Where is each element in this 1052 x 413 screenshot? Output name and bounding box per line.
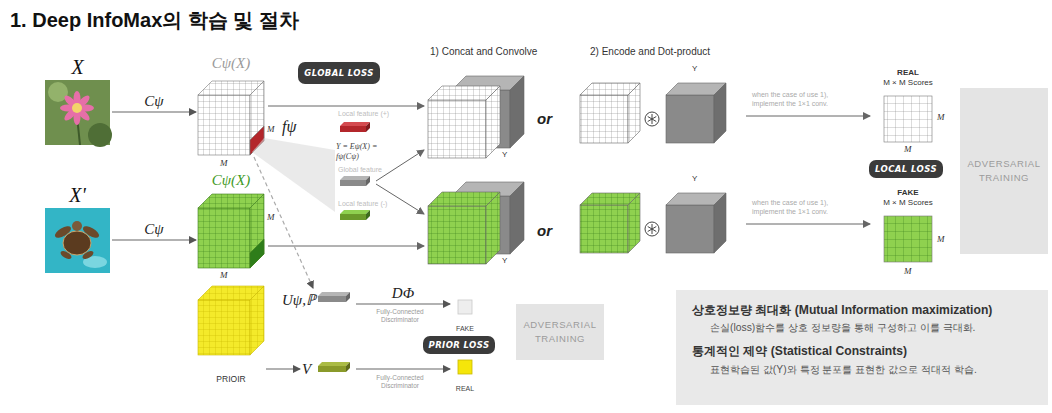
annotation-label: Fully-Connected Discriminator bbox=[368, 374, 432, 390]
annotation-label: M bbox=[904, 266, 912, 276]
node-text: REAL bbox=[456, 385, 474, 392]
edge-label: DΦ bbox=[390, 285, 416, 302]
feature-cube bbox=[198, 194, 264, 268]
vector-box: V bbox=[300, 358, 356, 380]
node-text: REAL bbox=[897, 68, 919, 78]
node-text: V bbox=[302, 361, 311, 378]
connector bbox=[112, 111, 196, 112]
feature-map: Cψ(X) bbox=[196, 55, 266, 157]
prior-cube bbox=[198, 286, 264, 355]
node-text: ADVERSARIAL TRAINING bbox=[520, 318, 600, 347]
prior-vector bbox=[318, 292, 350, 372]
node-text: PRIOIR bbox=[216, 374, 245, 384]
annotation-label: when the case of use 1), implement the 1… bbox=[752, 90, 862, 108]
page-title: 1. Deep InfoMax의 학습 및 절차 bbox=[10, 7, 299, 34]
score-grid bbox=[884, 96, 932, 262]
image-panel: X' bbox=[43, 184, 112, 276]
annotation-label: fψ bbox=[282, 118, 296, 136]
annotation-label: or bbox=[537, 110, 552, 127]
annotation-label: Y bbox=[502, 256, 507, 265]
node-text: 통계적인 제약 (Statistical Constraints) bbox=[692, 343, 1032, 359]
annotation-label: Y bbox=[502, 150, 507, 159]
prior-box: PRIOIR bbox=[196, 284, 266, 384]
annotation-label: 2) Encode and Dot-product bbox=[590, 46, 710, 57]
node-text: 표현학습된 값(Y)와 특정 분포를 표현한 값으로 적대적 학습. bbox=[692, 363, 1032, 377]
node-text: 손실(loss)함수를 상호 정보량을 통해 구성하고 이를 극대화. bbox=[692, 321, 1032, 335]
edge-label: Cψ bbox=[142, 93, 165, 110]
node-text: ADVERSARIAL TRAINING bbox=[964, 157, 1044, 186]
annotation-label: M bbox=[904, 144, 912, 154]
annotation-label: M bbox=[267, 212, 275, 222]
node-text: LOCAL LOSS bbox=[875, 164, 937, 174]
flower-photo bbox=[45, 80, 112, 147]
annotation-label: Fully-Connected Discriminator bbox=[368, 308, 432, 324]
score-grid-box: REALM × M Scores bbox=[872, 64, 944, 92]
connector bbox=[356, 303, 450, 304]
node-text: Uψ,ℙ bbox=[282, 289, 316, 309]
loss-pill: LOCAL LOSS bbox=[869, 160, 943, 178]
node-text: X bbox=[71, 56, 83, 78]
edge-label: Cψ bbox=[142, 221, 165, 238]
node-text: PRIOR LOSS bbox=[429, 340, 490, 350]
annotation-label: M bbox=[937, 112, 945, 122]
node-text: X' bbox=[69, 184, 86, 206]
annotation-label: when the case of use 1), implement the 1… bbox=[752, 198, 862, 216]
connector bbox=[254, 157, 313, 288]
training-box: ADVERSARIAL TRAINING bbox=[516, 304, 604, 360]
encoder-wedge bbox=[252, 138, 335, 212]
node-text: FAKE bbox=[456, 325, 474, 332]
loss-pill: PRIOR LOSS bbox=[423, 336, 496, 354]
loss-pill: GLOBAL LOSS bbox=[298, 62, 379, 84]
annotation-label: 1) Concat and Convolve bbox=[430, 46, 537, 57]
output-box: REAL bbox=[450, 358, 480, 392]
node-text: M × M Scores bbox=[883, 198, 933, 208]
annotation-label: M bbox=[937, 234, 945, 244]
connector bbox=[266, 368, 300, 369]
score-grid-box: FAKEM × M Scores bbox=[872, 184, 944, 212]
turtle-photo bbox=[45, 208, 110, 273]
annotation-label: M bbox=[220, 270, 228, 280]
convolution-symbol bbox=[645, 112, 659, 236]
annotation-label: Y bbox=[692, 64, 697, 73]
node-text: 상호정보량 최대화 (Mutual Information maximizati… bbox=[692, 302, 1032, 318]
node-text: Cψ(X) bbox=[212, 55, 250, 72]
connector bbox=[112, 239, 196, 240]
feature-cube bbox=[198, 81, 264, 155]
annotation-label: Y = Eψ(X) = fψ(Cψ) bbox=[336, 142, 394, 162]
vector-box: Uψ,ℙ bbox=[280, 288, 356, 310]
annotation-label: Y bbox=[692, 174, 697, 183]
training-box: ADVERSARIAL TRAINING bbox=[960, 88, 1048, 254]
node-text: Cψ(X) bbox=[212, 172, 250, 189]
concat-cube bbox=[428, 182, 524, 264]
feature-map: Cψ(X) bbox=[196, 172, 266, 270]
connector bbox=[356, 368, 450, 369]
annotation-label: Global feature bbox=[338, 166, 382, 173]
dot-product-cubes bbox=[580, 83, 726, 253]
info-panel: 상호정보량 최대화 (Mutual Information maximizati… bbox=[676, 290, 1048, 405]
annotation-label: Local feature (-) bbox=[338, 200, 387, 207]
annotation-label: M bbox=[220, 158, 228, 168]
flow-arrow bbox=[268, 106, 870, 246]
annotation-label: Local feature (+) bbox=[338, 110, 389, 117]
node-text: M × M Scores bbox=[883, 78, 933, 88]
concat-cube bbox=[428, 76, 524, 158]
output-box: FAKE bbox=[450, 298, 480, 332]
node-text: GLOBAL LOSS bbox=[304, 68, 373, 78]
annotation-label: M bbox=[267, 124, 275, 134]
node-text: FAKE bbox=[897, 188, 918, 198]
image-panel: X bbox=[43, 56, 112, 148]
annotation-label: or bbox=[537, 222, 552, 239]
